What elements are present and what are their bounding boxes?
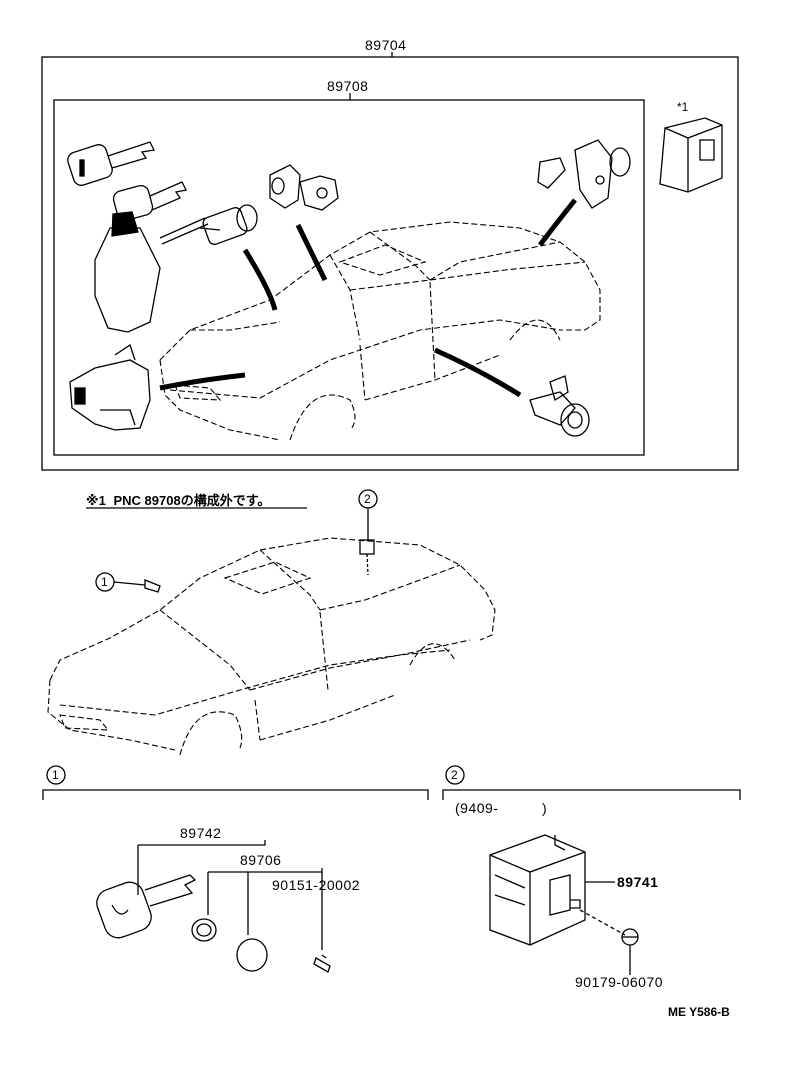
callout-1-leader (113, 581, 146, 586)
key-fob (94, 211, 161, 333)
callout-2-number: 2 (364, 492, 371, 506)
key-cover-icon (236, 938, 268, 972)
key-blank-1 (67, 141, 155, 186)
group-2-bracket (442, 789, 741, 800)
group-1-index-circle (46, 765, 66, 785)
module-group-2 (489, 834, 586, 946)
hood-lock-assembly (69, 343, 246, 431)
door-lock-cylinder-top (269, 164, 339, 282)
part-no-module: 89741 (617, 874, 659, 890)
screw-icon (313, 954, 331, 973)
group-2-index-circle (445, 765, 465, 785)
ignition-cylinder (159, 204, 278, 311)
part-no-screw: 90151-20002 (272, 877, 361, 893)
clip-icon (621, 928, 639, 946)
callout-1-number: 1 (101, 575, 108, 589)
part-no-key-plate: 89706 (240, 852, 282, 868)
part-no-key-set: 89742 (180, 825, 222, 841)
group-1-index: 1 (52, 768, 59, 782)
note-symbol: ※1 (86, 493, 106, 508)
date-range: (9409- ) (455, 800, 548, 816)
diagram-code: ME Y586-B (668, 1005, 730, 1019)
inner-assembly-frame (53, 99, 645, 456)
part-no-clip: 90179-06070 (575, 974, 664, 990)
group-1-leaders (137, 840, 323, 950)
outer-assembly-frame (41, 56, 739, 471)
inner-part-number: 89708 (327, 78, 369, 94)
key-blank-2 (112, 181, 187, 221)
key-marker-middle (144, 579, 161, 593)
key-group-1 (96, 874, 197, 939)
door-lock-cylinder-right (537, 139, 631, 247)
note-text: PNC 89708の構成外です。 (113, 493, 271, 508)
outer-part-number: 89704 (365, 37, 407, 53)
excluded-module-icon (659, 117, 723, 193)
group-1-bracket (42, 789, 429, 800)
key-ring-icon (191, 918, 217, 942)
car-outline-top (159, 221, 601, 441)
excluded-part-marker: *1 (677, 100, 689, 114)
clip-dash-leader (579, 909, 626, 936)
car-outline-middle (47, 537, 496, 756)
group-2-index: 2 (451, 768, 458, 782)
module-marker-middle (359, 539, 375, 555)
trunk-lock-cylinder (433, 347, 590, 437)
note-line: ※1 PNC 89708の構成外です。 (86, 490, 270, 509)
